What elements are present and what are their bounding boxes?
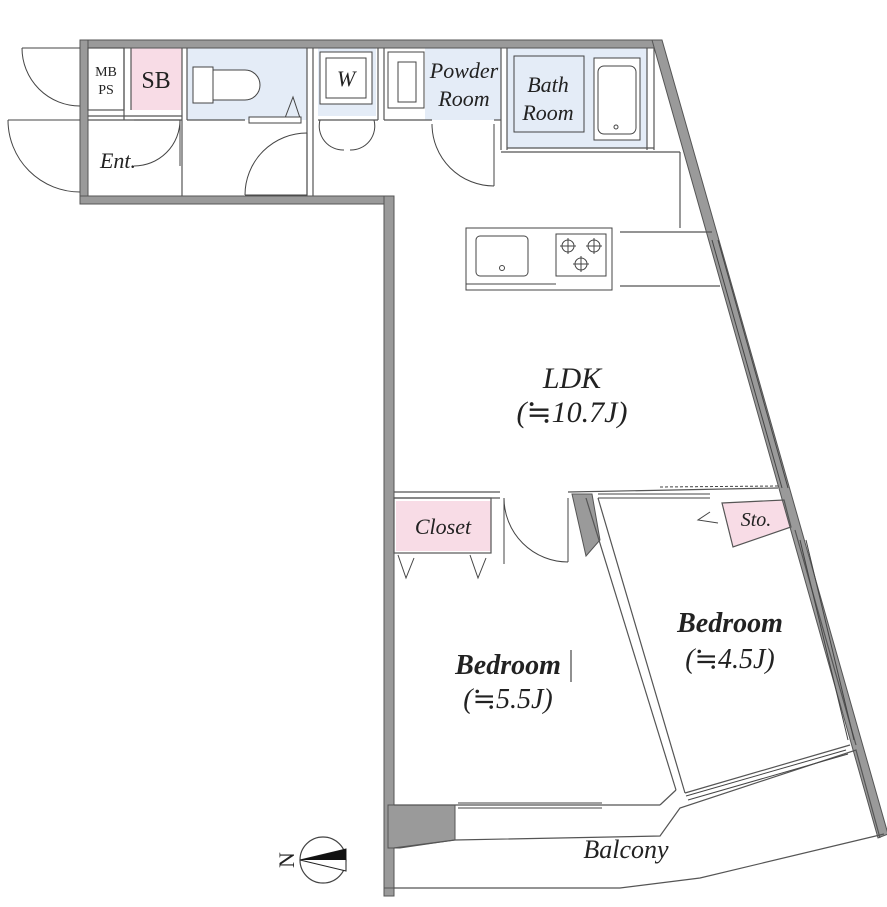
vanity	[387, 51, 425, 109]
bath-room-label-1: Bath	[527, 72, 569, 97]
column-mid	[571, 493, 601, 558]
sb-label: SB	[141, 68, 170, 94]
bedroom-2-name-label: Bedroom	[676, 608, 783, 639]
washer-box	[319, 51, 373, 105]
washer-label: W	[337, 66, 357, 91]
north-compass: N	[274, 836, 347, 884]
exterior-walls	[79, 39, 887, 897]
sb-fill	[131, 48, 182, 110]
windows	[458, 239, 855, 809]
mbps-label-2: PS	[98, 83, 114, 98]
bathtub	[513, 55, 641, 141]
kitchen-counter	[465, 227, 613, 291]
entrance-label: Ent.	[99, 148, 136, 173]
toilet-fixture	[192, 66, 302, 124]
powder-room-label-2: Room	[437, 86, 489, 111]
powder-room-label-1: Powder	[429, 58, 499, 83]
closet-label: Closet	[415, 514, 472, 539]
ldk-name-label: LDK	[542, 362, 603, 395]
compass-needle-fill	[300, 849, 346, 860]
ldk-size-label: (≒10.7J)	[517, 396, 628, 429]
powder-room-fill	[425, 48, 501, 120]
bedroom-2-size-label: (≒4.5J)	[685, 644, 775, 675]
bath-room-label-2: Room	[521, 100, 573, 125]
closet-fill	[396, 501, 491, 551]
bedroom-1-size-label: (≒5.5J)	[463, 684, 553, 715]
north-label: N	[274, 852, 299, 868]
storage-fill	[722, 500, 791, 547]
storage-label: Sto.	[741, 509, 772, 531]
doors	[7, 47, 719, 580]
balcony-label: Balcony	[583, 835, 669, 864]
interior-walls	[87, 47, 885, 889]
bedroom-1-name-label: Bedroom	[454, 650, 561, 681]
mbps-label-1: MB	[95, 65, 117, 80]
